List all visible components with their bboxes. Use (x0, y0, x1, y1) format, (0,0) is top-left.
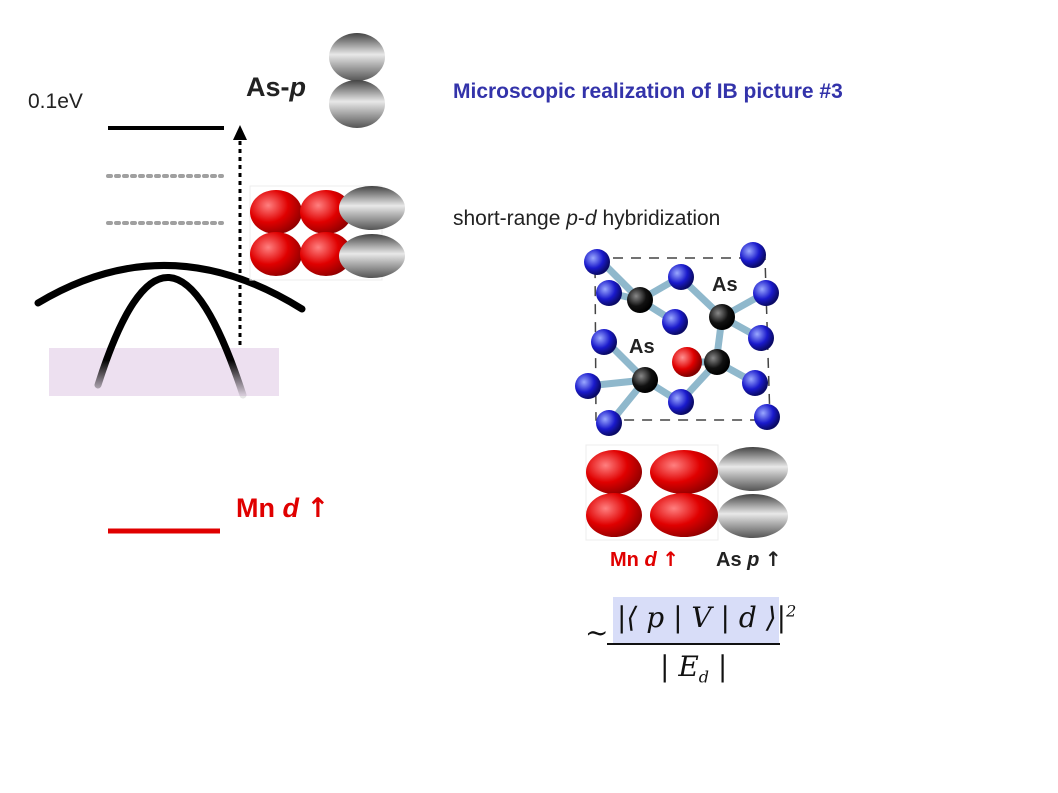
hybrid-orbital-icon (249, 185, 405, 281)
as-p-orbital-label: As p ↑ (716, 547, 782, 572)
slide-title: Microscopic realization of IB picture #3 (453, 80, 843, 103)
as-p-orbital-italic: p (747, 549, 760, 571)
transition-arrow-head (233, 125, 247, 140)
spin-up-arrow-icon: ↑ (764, 547, 782, 571)
hybridization-d: d (584, 207, 597, 230)
formula-denominator-sub: d (698, 667, 710, 687)
energy-scale-label: 0.1eV (28, 90, 83, 113)
as-atom-label-top: As (712, 274, 738, 296)
as-atom-label-left: As (629, 336, 655, 358)
formula-denominator-end: | (709, 650, 728, 683)
as-p-orbital-icon (329, 33, 385, 128)
formula-numerator-box (613, 597, 779, 643)
as-p-label-main: As- (246, 72, 290, 102)
formula-numerator: |⟨ p | V | d ⟩|2 (617, 601, 796, 634)
formula-denominator: | Ed | (660, 650, 727, 687)
hybridization-text: short-range p-d hybridization (453, 207, 720, 231)
as-p-label: As-p (246, 72, 306, 103)
mn-d-orbital-main: Mn (610, 549, 645, 571)
wide-band-curve (34, 262, 306, 313)
spin-up-arrow-icon: ↑ (662, 547, 679, 571)
as-p-orbital-main: As (716, 549, 748, 571)
formula-tilde: ~ (585, 616, 609, 649)
mn-d-orbital-italic: d (644, 549, 657, 571)
mn-d-label: Mn d ↑ (236, 493, 329, 524)
formula-exponent: 2 (786, 601, 797, 621)
hybridization-suffix: hybridization (596, 207, 721, 230)
mn-d-orbital-label: Mn d ↑ (610, 547, 679, 572)
hybridization-prefix: short-range (453, 207, 567, 230)
hybridization-dash: - (577, 207, 585, 230)
mn-d-label-main: Mn (236, 493, 283, 523)
mn-as-orbital-icon (585, 444, 788, 541)
hybridization-p: p (566, 207, 578, 230)
formula-denominator-main: | E (660, 650, 699, 683)
spin-up-arrow-icon: ↑ (306, 493, 330, 524)
formula-numerator-text: |⟨ p | V | d ⟩| (617, 601, 787, 634)
as-p-label-italic: p (289, 72, 307, 102)
crystal-structure (575, 242, 780, 436)
mn-d-label-italic: d (282, 493, 300, 523)
narrow-band-curve (94, 274, 247, 399)
